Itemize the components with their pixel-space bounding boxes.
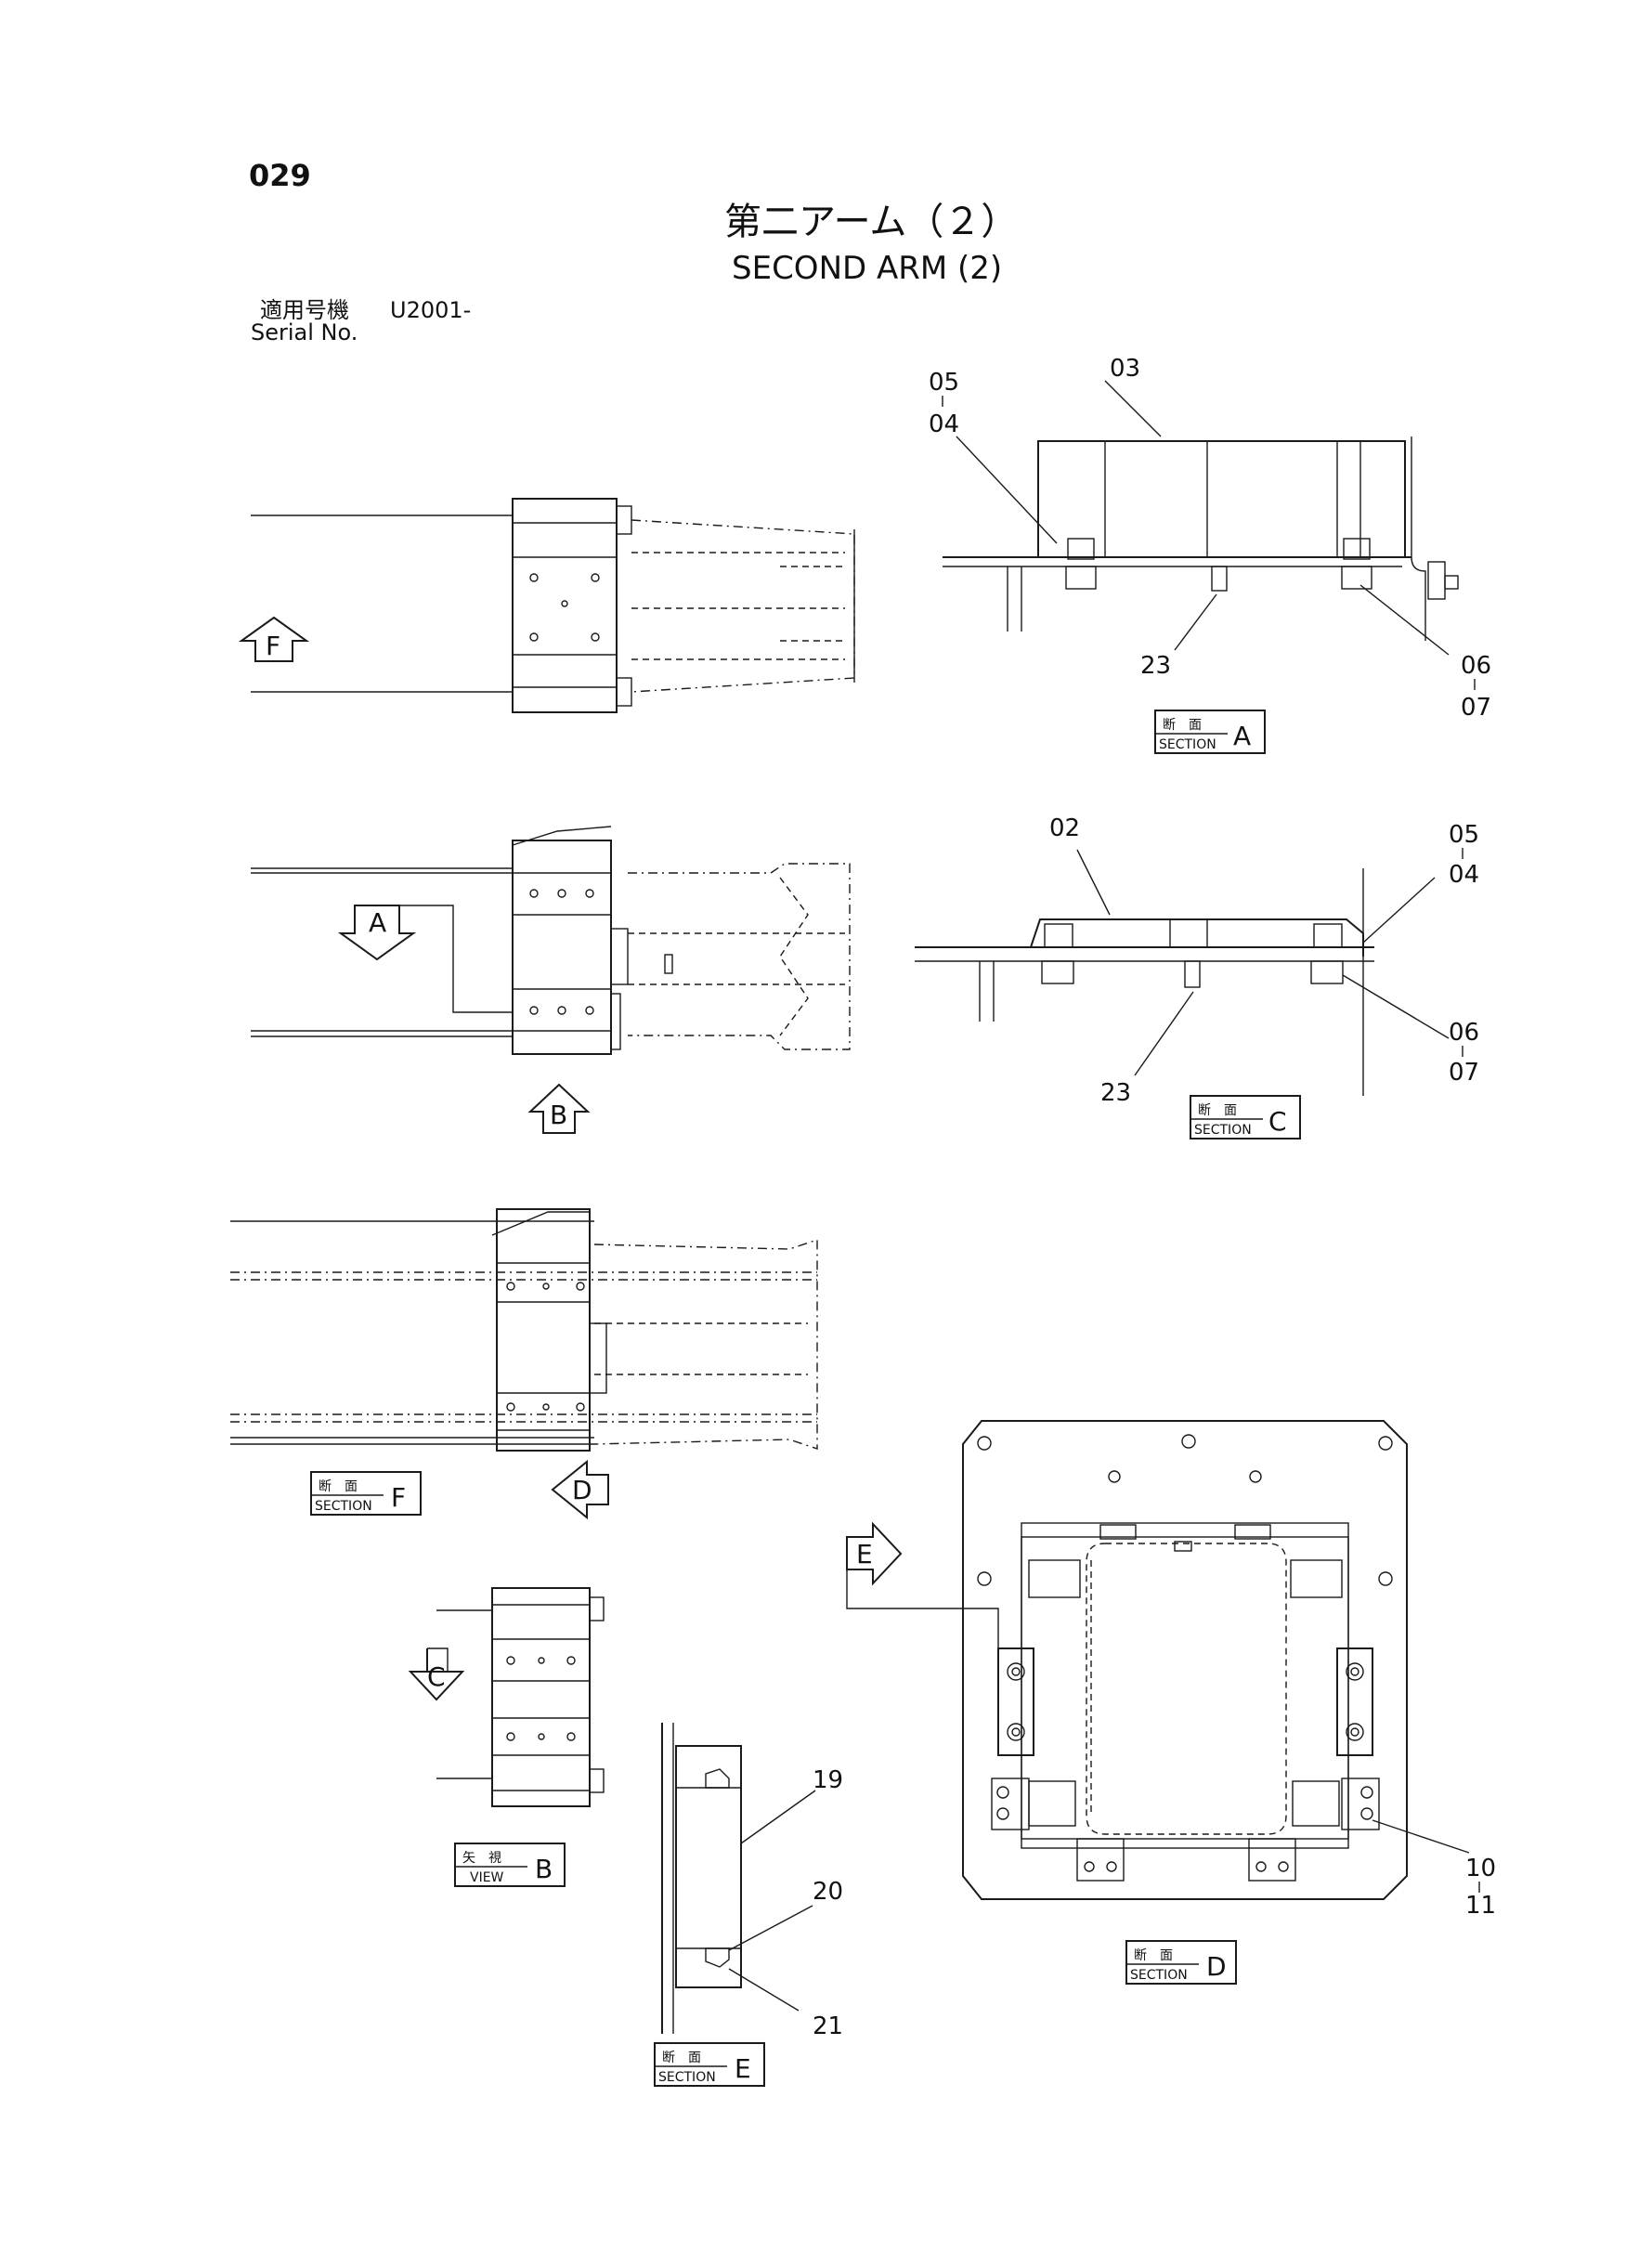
title-japanese: 第二アーム（２） — [724, 201, 1018, 243]
svg-text:04: 04 — [929, 410, 959, 438]
svg-text:断 面: 断 面 — [1163, 718, 1202, 733]
middle-view-with-arrows-a-b — [251, 826, 851, 1055]
view-arrow-f: F — [238, 616, 310, 662]
svg-text:VIEW: VIEW — [470, 1870, 504, 1885]
svg-text:05: 05 — [929, 369, 959, 397]
svg-text:E: E — [735, 2053, 751, 2084]
section-e-drawing: 19 20 21 — [661, 1723, 843, 2040]
view-arrow-e: E — [846, 1521, 903, 1586]
svg-text:02: 02 — [1049, 814, 1080, 842]
svg-text:B: B — [535, 1854, 553, 1884]
serial-label-english: Serial No. — [251, 319, 358, 345]
view-arrow-b: B — [527, 1083, 591, 1134]
svg-text:06: 06 — [1449, 1019, 1479, 1047]
svg-text:F: F — [391, 1482, 406, 1513]
svg-text:A: A — [1233, 721, 1251, 751]
svg-text:D: D — [1206, 1951, 1227, 1982]
section-f-tag: 断 面 SECTION F — [310, 1471, 422, 1516]
svg-text:23: 23 — [1140, 652, 1171, 680]
svg-text:断 面: 断 面 — [1134, 1948, 1173, 1963]
svg-text:SECTION: SECTION — [1159, 737, 1216, 752]
svg-text:06: 06 — [1461, 652, 1491, 680]
view-arrow-c: C — [408, 1647, 465, 1701]
section-d-tag: 断 面 SECTION D — [1125, 1940, 1237, 1985]
svg-text:21: 21 — [813, 2012, 843, 2040]
svg-text:SECTION: SECTION — [1130, 1968, 1188, 1983]
svg-text:SECTION: SECTION — [1194, 1123, 1252, 1138]
view-b-drawing — [436, 1587, 605, 1807]
section-c-tag: 断 面 SECTION C — [1190, 1095, 1301, 1140]
svg-text:05: 05 — [1449, 821, 1479, 849]
svg-text:C: C — [1268, 1106, 1287, 1137]
svg-text:断 面: 断 面 — [319, 1479, 358, 1494]
svg-text:矢 視: 矢 視 — [462, 1851, 501, 1866]
svg-text:C: C — [427, 1661, 446, 1692]
svg-text:20: 20 — [813, 1878, 843, 1906]
view-b-tag: 矢 視 VIEW B — [454, 1843, 566, 1887]
svg-text:11: 11 — [1465, 1892, 1496, 1920]
section-d-drawing: 10 11 — [846, 1420, 1496, 1920]
section-a-tag: 断 面 SECTION A — [1154, 710, 1266, 754]
svg-text:A: A — [369, 907, 386, 938]
svg-text:07: 07 — [1461, 694, 1491, 722]
svg-text:23: 23 — [1100, 1079, 1131, 1107]
section-e-tag: 断 面 SECTION E — [654, 2042, 765, 2087]
serial-value: U2001- — [390, 297, 471, 323]
top-view-with-arrow-f — [251, 498, 855, 713]
section-f-drawing — [230, 1208, 818, 1452]
svg-text:03: 03 — [1110, 355, 1140, 383]
svg-text:10: 10 — [1465, 1855, 1496, 1882]
section-a-drawing: 03 05 04 23 06 07 — [929, 355, 1491, 722]
svg-text:D: D — [572, 1475, 592, 1505]
view-arrow-d: D — [551, 1459, 609, 1520]
svg-text:E: E — [856, 1539, 873, 1569]
svg-text:19: 19 — [813, 1766, 843, 1794]
svg-text:断 面: 断 面 — [1198, 1103, 1237, 1118]
svg-text:SECTION: SECTION — [315, 1499, 372, 1514]
svg-text:07: 07 — [1449, 1059, 1479, 1087]
serial-label-japanese: 適用号機 — [260, 297, 349, 323]
svg-text:F: F — [266, 631, 280, 661]
section-c-drawing: 02 05 04 23 06 07 — [915, 814, 1479, 1107]
page-number: 029 — [249, 158, 311, 193]
svg-text:断 面: 断 面 — [662, 2051, 701, 2065]
svg-text:B: B — [550, 1100, 567, 1130]
view-arrow-a: A — [337, 905, 417, 961]
svg-text:SECTION: SECTION — [658, 2070, 716, 2085]
svg-text:04: 04 — [1449, 861, 1479, 889]
title-english: SECOND ARM (2) — [732, 250, 1002, 287]
